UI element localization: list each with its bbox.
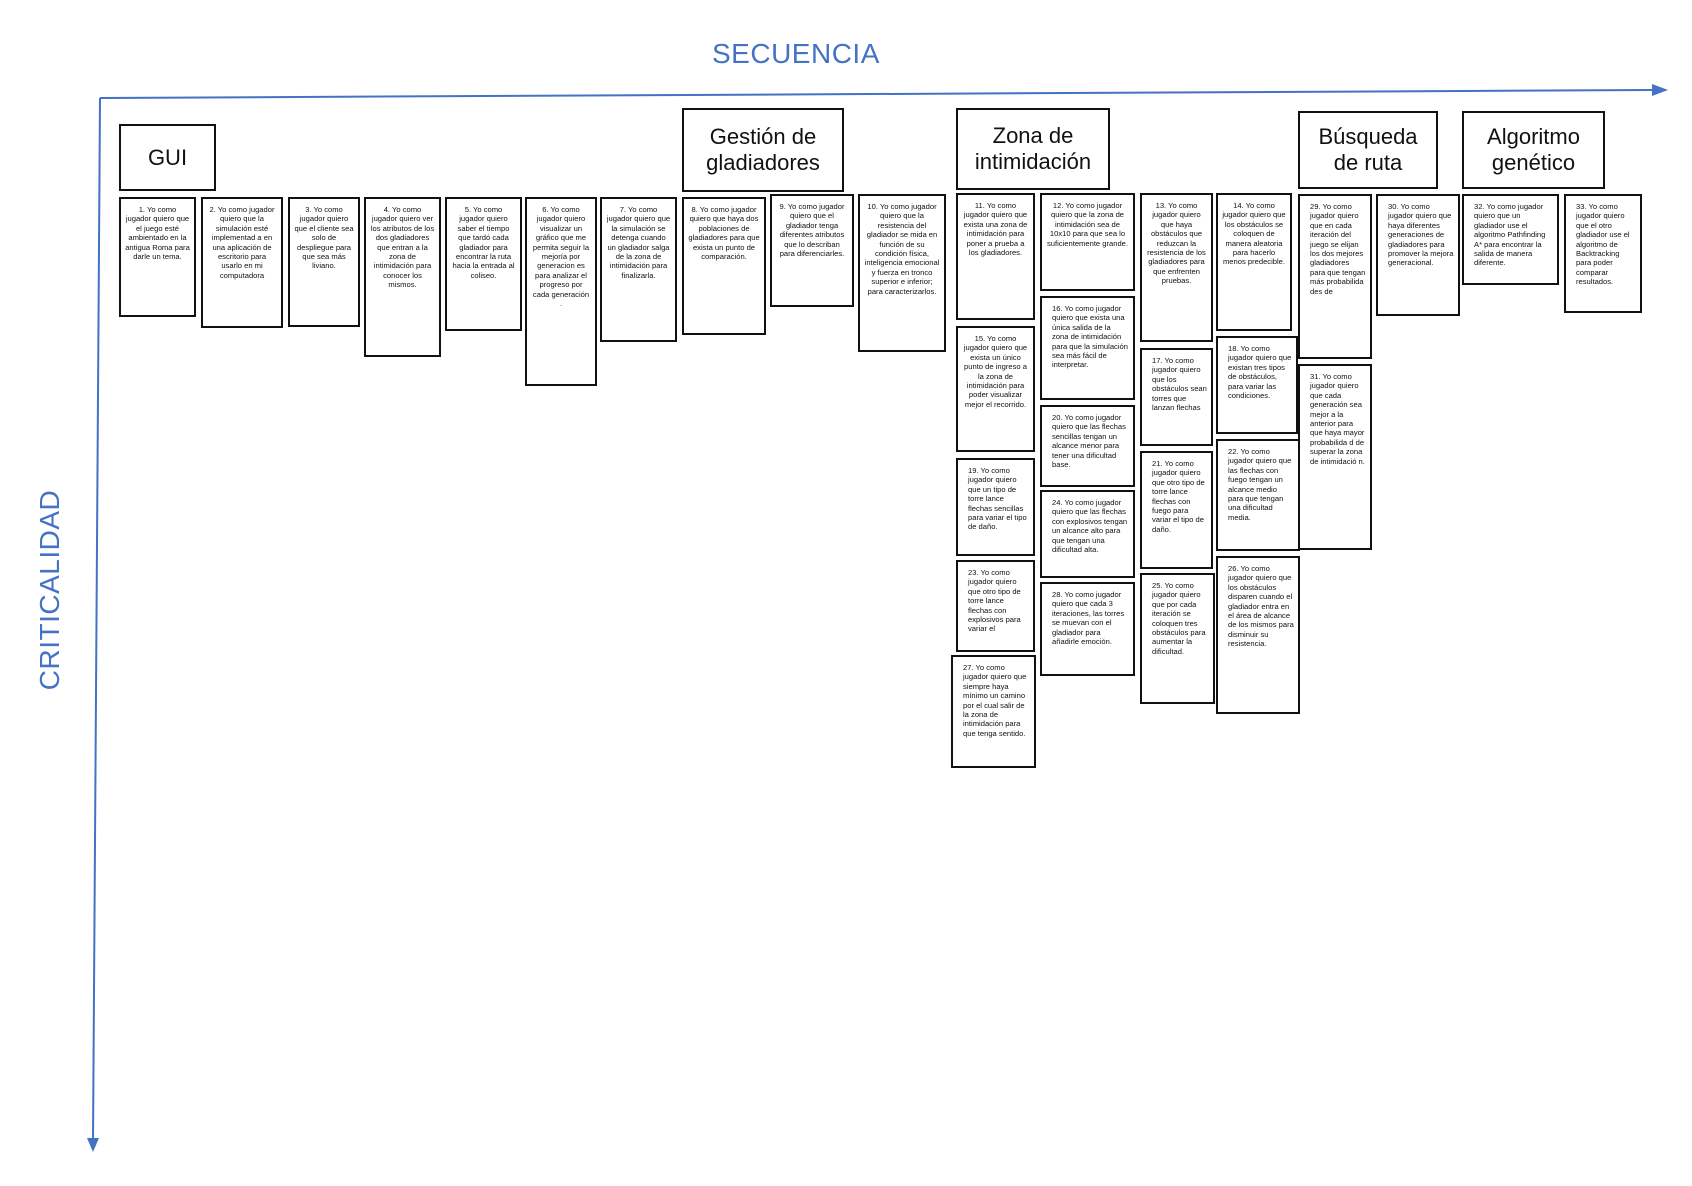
x-axis-arrowhead [1652,84,1668,96]
story-card-9: 9. Yo como jugador quiero que el gladiad… [770,194,854,307]
story-card-1: 1. Yo como jugador quiero que el juego e… [119,197,196,317]
story-card-14: 14. Yo como jugador quiero que los obstá… [1216,193,1292,331]
story-card-10: 10. Yo como jugador quiero que la resist… [858,194,946,352]
story-card-17: 17. Yo como jugador quiero que los obstá… [1140,348,1213,446]
story-card-16: 16. Yo como jugador quiero que exista un… [1040,296,1135,400]
story-card-26: 26. Yo como jugador quiero que los obstá… [1216,556,1300,714]
story-card-24: 24. Yo como jugador quiero que las flech… [1040,490,1135,578]
y-axis-arrowhead [87,1138,99,1152]
story-card-12: 12. Yo como jugador quiero que la zona d… [1040,193,1135,291]
y-axis-line [92,97,101,1141]
story-card-21: 21. Yo como jugador quiero que otro tipo… [1140,451,1213,569]
y-axis-title: CRITICALIDAD [34,489,65,691]
header-gestion-gladiadores: Gestión de gladiadores [682,108,844,192]
story-card-7: 7. Yo como jugador quiero que la simulac… [600,197,677,342]
story-card-8: 8. Yo como jugador quiero que haya dos p… [682,197,766,335]
story-card-30: 30. Yo como jugador quiero que haya dife… [1376,194,1460,316]
header-busqueda-ruta: Búsqueda de ruta [1298,111,1438,189]
story-card-3: 3. Yo como jugador quiero que el cliente… [288,197,360,327]
story-card-20: 20. Yo como jugador quiero que las flech… [1040,405,1135,487]
header-gui: GUI [119,124,216,191]
story-card-19: 19. Yo como jugador quiero que un tipo d… [956,458,1035,556]
story-card-28: 28. Yo como jugador quiero que cada 3 it… [1040,582,1135,676]
story-card-2: 2. Yo como jugador quiero que la simulac… [201,197,283,328]
header-algoritmo-genetico: Algoritmo genético [1462,111,1605,189]
story-card-27: 27. Yo como jugador quiero que siempre h… [951,655,1036,768]
story-card-29: 29. Yo como jugador quiero que en cada i… [1298,194,1372,359]
story-card-22: 22. Yo como jugador quiero que las flech… [1216,439,1300,551]
story-card-18: 18. Yo como jugador quiero que existan t… [1216,336,1298,434]
x-axis-line [99,89,1656,99]
story-card-11: 11. Yo como jugador quiero que exista un… [956,193,1035,320]
story-card-25: 25. Yo como jugador quiero que por cada … [1140,573,1215,704]
x-axis-title: SECUENCIA [712,38,880,69]
story-card-15: 15. Yo como jugador quiero que exista un… [956,326,1035,452]
story-card-33: 33. Yo como jugador quiero que el otro g… [1564,194,1642,313]
story-card-32: 32. Yo como jugador quiero que un gladia… [1462,194,1559,285]
story-card-13: 13. Yo como jugador quiero que haya obst… [1140,193,1213,342]
story-card-5: 5. Yo como jugador quiero saber el tiemp… [445,197,522,331]
story-card-31: 31. Yo como jugador quiero que cada gene… [1298,364,1372,550]
story-card-6: 6. Yo como jugador quiero visualizar un … [525,197,597,386]
story-card-4: 4. Yo como jugador quiero ver los atribu… [364,197,441,357]
story-card-23: 23. Yo como jugador quiero que otro tipo… [956,560,1035,652]
header-zona-intimidacion: Zona de intimidación [956,108,1110,190]
